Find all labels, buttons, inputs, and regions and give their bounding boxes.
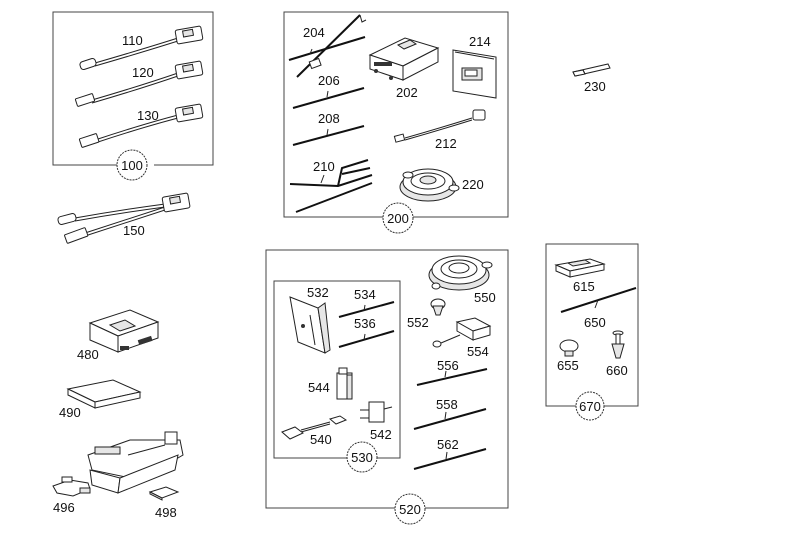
harness-204[interactable] [288, 14, 367, 78]
wire-206[interactable] [292, 87, 365, 109]
group-100-box [52, 11, 214, 166]
module-202[interactable] [368, 37, 440, 81]
group-520-label: 520 [399, 502, 421, 517]
screw-660[interactable] [611, 330, 625, 359]
module-480[interactable] [88, 309, 160, 353]
group-530-label: 530 [351, 450, 373, 465]
part-label-130[interactable]: 130 [137, 108, 159, 123]
cable-110[interactable] [79, 25, 204, 70]
clip-552[interactable] [430, 298, 446, 316]
cable-150[interactable] [57, 192, 191, 244]
group-520-callout[interactable] [394, 493, 426, 525]
part-label-110[interactable]: 110 [122, 33, 143, 48]
module-615[interactable] [554, 258, 606, 278]
group-520-box [265, 249, 509, 509]
part-label-120[interactable]: 120 [132, 65, 154, 80]
speaker-220[interactable] [399, 168, 460, 202]
part-label-542[interactable]: 542 [370, 427, 392, 442]
part-label-206[interactable]: 206 [318, 73, 340, 88]
wire-534[interactable] [338, 301, 395, 318]
part-label-208[interactable]: 208 [318, 111, 340, 126]
part-label-650[interactable]: 650 [584, 315, 606, 330]
group-200-callout[interactable] [382, 202, 414, 234]
part-label-220[interactable]: 220 [462, 177, 484, 192]
part-label-556[interactable]: 556 [437, 358, 459, 373]
part-label-202[interactable]: 202 [396, 85, 418, 100]
part-label-655[interactable]: 655 [557, 358, 579, 373]
wire-558[interactable] [413, 408, 487, 430]
part-label-558[interactable]: 558 [436, 397, 458, 412]
group-670-callout[interactable] [575, 391, 605, 421]
part-label-660[interactable]: 660 [606, 363, 628, 378]
card-490[interactable] [66, 379, 142, 409]
antenna-module-554[interactable] [432, 317, 492, 348]
connector-544[interactable] [336, 367, 353, 400]
group-670-label: 670 [579, 399, 601, 414]
part-label-554[interactable]: 554 [467, 344, 489, 359]
wire-562[interactable] [413, 448, 487, 470]
part-label-210[interactable]: 210 [313, 159, 335, 174]
part-label-204[interactable]: 204 [303, 25, 325, 40]
wire-650[interactable] [560, 287, 637, 313]
part-label-498[interactable]: 498 [155, 505, 177, 520]
group-100-label: 100 [121, 158, 143, 173]
part-label-534[interactable]: 534 [354, 287, 376, 302]
cable-212[interactable] [393, 109, 486, 143]
part-label-615[interactable]: 615 [573, 279, 595, 294]
adapter-542[interactable] [360, 401, 393, 423]
part-label-214[interactable]: 214 [469, 34, 491, 49]
part-label-490[interactable]: 490 [59, 405, 81, 420]
part-label-496[interactable]: 496 [53, 500, 75, 515]
part-label-540[interactable]: 540 [310, 432, 332, 447]
clip-655[interactable] [559, 339, 579, 357]
module-532[interactable] [289, 296, 331, 354]
cable-540[interactable] [281, 415, 348, 440]
wire-208[interactable] [292, 125, 365, 146]
part-label-536[interactable]: 536 [354, 316, 376, 331]
group-200-box [283, 11, 509, 218]
group-670-box [545, 243, 639, 407]
usb-stick-230[interactable] [572, 63, 611, 77]
group-530-box [273, 280, 401, 459]
part-label-150[interactable]: 150 [123, 223, 145, 238]
part-label-562[interactable]: 562 [437, 437, 459, 452]
group-100: 100 110 120 130 [52, 11, 214, 181]
card-498[interactable] [148, 486, 180, 501]
group-530: 530 532 534 536 544 [273, 280, 401, 473]
group-530-callout[interactable] [346, 441, 378, 473]
part-label-212[interactable]: 212 [435, 136, 457, 151]
carrier-tray[interactable] [87, 431, 184, 494]
part-label-544[interactable]: 544 [308, 380, 330, 395]
cable-120[interactable] [74, 60, 204, 107]
group-520: 520 530 532 534 536 [265, 249, 509, 525]
wire-556[interactable] [416, 368, 488, 386]
part-label-550[interactable]: 550 [474, 290, 496, 305]
group-200-label: 200 [387, 211, 409, 226]
part-label-230[interactable]: 230 [584, 79, 606, 94]
group-200: 200 204 206 208 210 [283, 11, 509, 234]
bracket-496[interactable] [52, 476, 91, 497]
manual-214[interactable] [452, 49, 497, 99]
cable-130[interactable] [78, 103, 204, 148]
group-670: 670 615 650 655 660 [545, 243, 639, 421]
part-label-480[interactable]: 480 [77, 347, 99, 362]
part-label-532[interactable]: 532 [307, 285, 329, 300]
part-label-552[interactable]: 552 [407, 315, 429, 330]
group-100-callout[interactable] [116, 149, 148, 181]
speaker-550[interactable] [428, 255, 493, 291]
wire-536[interactable] [338, 330, 395, 348]
harness-210[interactable] [289, 159, 373, 213]
